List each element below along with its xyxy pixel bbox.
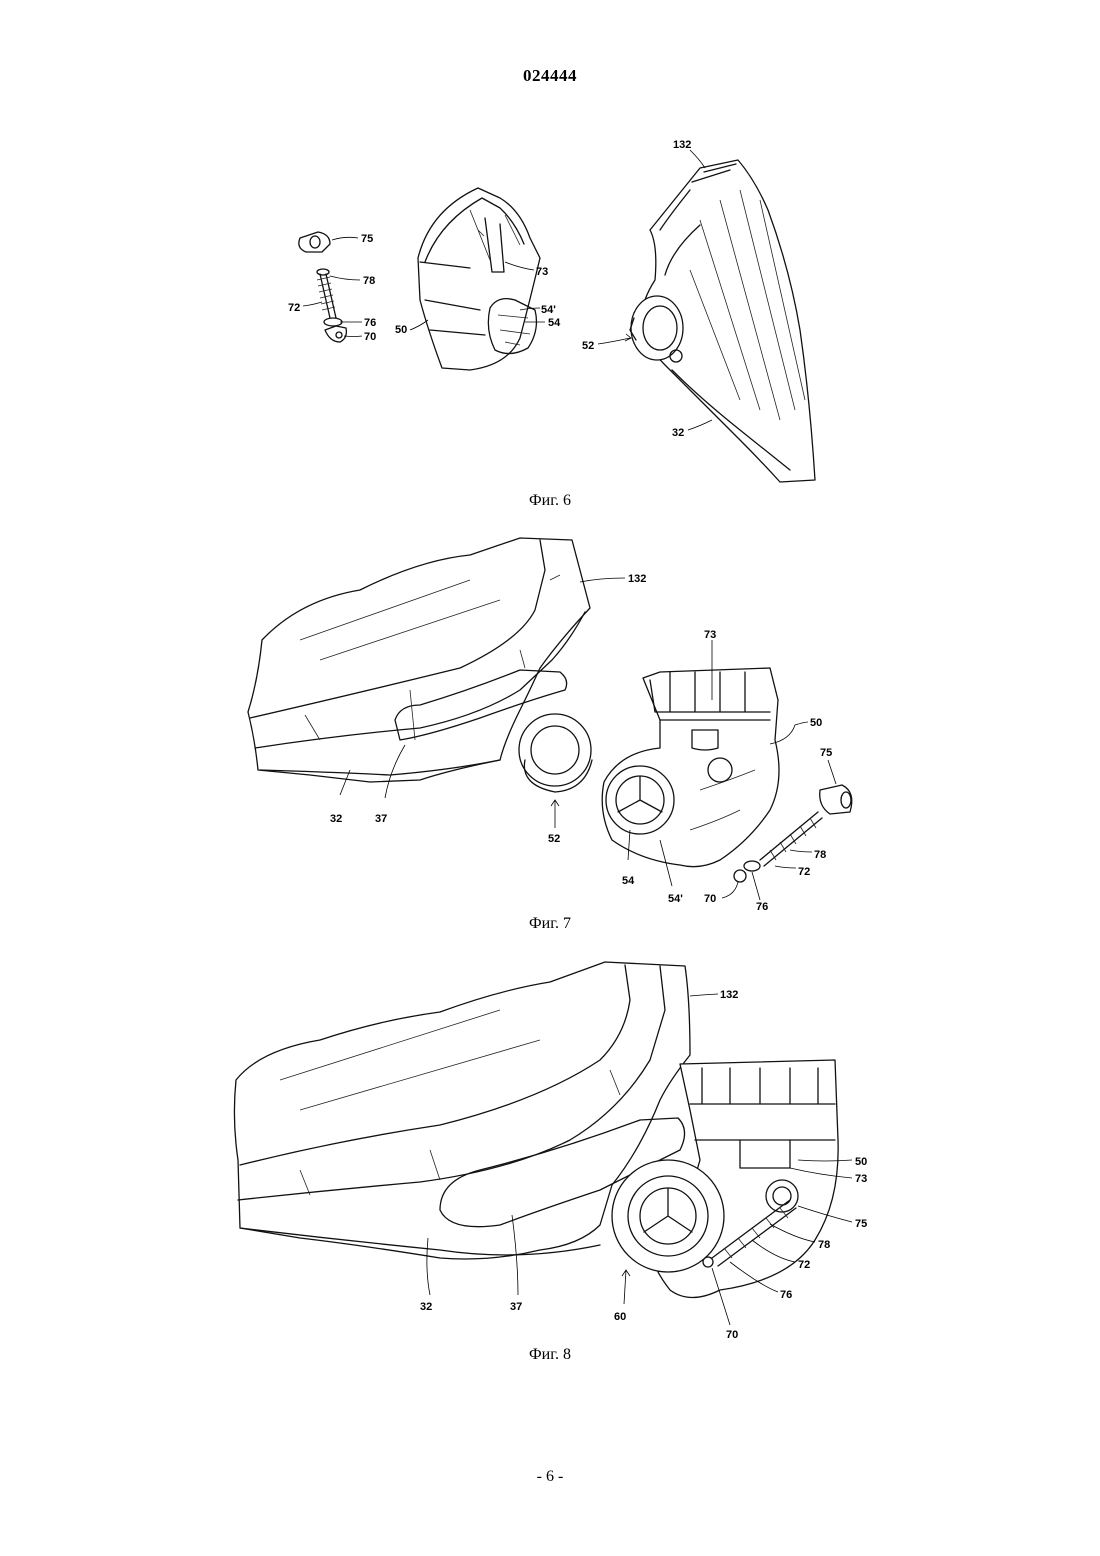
fig8-socket-60: [612, 1160, 724, 1272]
fig6-label-78: 78: [363, 275, 375, 287]
fig6-label-75: 75: [361, 233, 373, 245]
figure-7-drawing: 132 73 50 75 32 37 52 54 54' 78 72 70 76: [0, 530, 1100, 910]
fig6-label-132: 132: [673, 139, 691, 151]
fig7-label-54-prime: 54': [668, 893, 683, 905]
fig8-label-37: 37: [510, 1301, 522, 1313]
fig8-label-75: 75: [855, 1218, 867, 1230]
fig7-label-76: 76: [756, 901, 768, 910]
fig8-label-50: 50: [855, 1156, 867, 1168]
fig8-label-78: 78: [818, 1239, 830, 1251]
fig7-label-78: 78: [814, 849, 826, 861]
figure-7-caption: Фиг. 7: [0, 915, 1100, 933]
page-number: - 6 -: [0, 1468, 1100, 1486]
fig6-label-50: 50: [395, 324, 407, 336]
fig6-label-73: 73: [536, 266, 548, 278]
fig6-cap-part: [299, 232, 330, 252]
fig7-label-75: 75: [820, 747, 832, 759]
fig7-label-132: 132: [628, 573, 646, 585]
fig6-screw-part: [317, 269, 346, 342]
fig6-label-72: 72: [288, 302, 300, 314]
document-number: 024444: [0, 66, 1100, 86]
fig7-label-32: 32: [330, 813, 342, 825]
fig6-label-32: 32: [672, 427, 684, 439]
fig7-part-50: [602, 668, 779, 867]
fig7-label-70: 70: [704, 893, 716, 905]
fig7-housing: [248, 538, 592, 792]
fig7-label-50: 50: [810, 717, 822, 729]
figure-6-drawing: 132 75 78 72 76 70 73 54' 54 50 52 32: [0, 120, 1100, 500]
fig6-label-76: 76: [364, 317, 376, 329]
fig8-label-132: 132: [720, 989, 738, 1001]
fig8-label-72: 72: [798, 1259, 810, 1271]
fig8-label-73: 73: [855, 1173, 867, 1185]
fig7-label-54: 54: [622, 875, 635, 887]
figure-6-caption: Фиг. 6: [0, 492, 1100, 510]
fig6-part-50: [418, 188, 540, 370]
figure-8-drawing: 132 50 73 75 78 72 76 32 37 60 70: [0, 945, 1100, 1355]
fig8-label-76: 76: [780, 1289, 792, 1301]
fig8-label-32: 32: [420, 1301, 432, 1313]
fig7-label-73: 73: [704, 629, 716, 641]
fig6-housing: [630, 160, 815, 482]
fig6-label-52: 52: [582, 340, 594, 352]
figure-8-caption: Фиг. 8: [0, 1346, 1100, 1364]
fig6-label-70: 70: [364, 331, 376, 343]
fig6-label-54: 54: [548, 317, 561, 329]
fig7-label-37: 37: [375, 813, 387, 825]
fig7-label-52: 52: [548, 833, 560, 845]
fig8-label-70: 70: [726, 1329, 738, 1341]
fig6-label-54-prime: 54': [541, 304, 556, 316]
fig7-label-72: 72: [798, 866, 810, 878]
fig8-label-60: 60: [614, 1311, 626, 1323]
